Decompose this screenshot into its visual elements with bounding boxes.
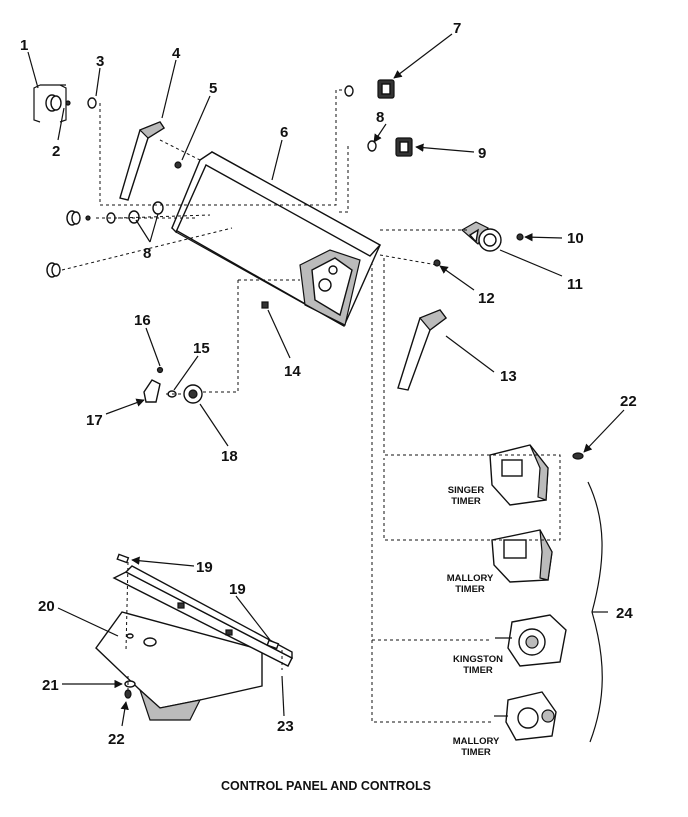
callout-1: 1 [20,37,28,54]
callout-24: 24 [616,605,633,622]
kingston-timer-label-2: TIMER [463,665,493,676]
callout-21: 21 [42,677,59,694]
assembly-lines [61,89,561,723]
callout-23: 23 [277,718,294,735]
switch-9 [367,137,413,157]
callout-13: 13 [500,368,517,385]
singer-timer-label-1: SINGER [448,485,485,496]
kingston-timer-label-1: KINGSTON [453,654,503,665]
screw-washer-21-22 [124,680,136,699]
right-end-cap [397,309,447,391]
singer-timer-label-2: TIMER [451,496,481,507]
control-panel [171,151,382,327]
switch-7 [344,79,395,99]
callout-11: 11 [567,276,583,293]
callout-17: 17 [86,412,103,429]
mallory-timer-2-label-1: MALLORY [453,736,500,747]
callout-15: 15 [193,340,210,357]
leader-lines [27,33,625,727]
console-rear-panel [95,611,263,721]
screw-5 [174,161,182,169]
singer-timer [489,444,549,506]
mallory-timer-2 [494,691,557,741]
callout-labels: 1 2 3 4 5 6 7 8 8 9 10 11 12 13 14 15 16… [20,20,637,748]
callout-12: 12 [478,290,495,307]
mallory-timer-2-label-2: TIMER [461,747,491,758]
callout-22-lower: 22 [108,731,125,748]
kingston-timer [495,614,567,667]
timer-group-brace [587,481,608,743]
mallory-timer-1 [491,529,553,583]
callout-19-upper: 19 [196,559,213,576]
callout-20: 20 [38,598,55,615]
callout-19-lower: 19 [229,581,246,598]
left-end-cap [119,121,165,201]
rear-bracket-23 [112,565,293,667]
knob-assembly-box [33,84,97,123]
callout-14: 14 [284,363,301,380]
callout-5: 5 [209,80,217,97]
callout-2: 2 [52,143,60,160]
mallory-timer-1-label-2: TIMER [455,584,485,595]
timer-labels: SINGER TIMER MALLORY TIMER KINGSTON TIME… [447,485,503,758]
callout-18: 18 [221,448,238,465]
mallory-timer-1-label-1: MALLORY [447,573,494,584]
callout-8-upper: 8 [376,109,384,126]
callout-9: 9 [478,145,486,162]
diagram-caption: CONTROL PANEL AND CONTROLS [221,779,431,793]
callout-22-upper: 22 [620,393,637,410]
clips-19 [116,553,280,650]
screw-14 [261,301,269,309]
callout-16: 16 [134,312,151,329]
callout-4: 4 [172,45,181,62]
callout-6: 6 [280,124,288,141]
screw-22-upper [572,452,584,460]
callout-3: 3 [96,53,104,70]
callout-7: 7 [453,20,461,37]
left-knobs [46,201,164,278]
buzzer-assembly [143,366,203,404]
callout-8-lower: 8 [143,245,151,262]
callout-10: 10 [567,230,584,247]
selector-switch-11 [460,221,524,252]
